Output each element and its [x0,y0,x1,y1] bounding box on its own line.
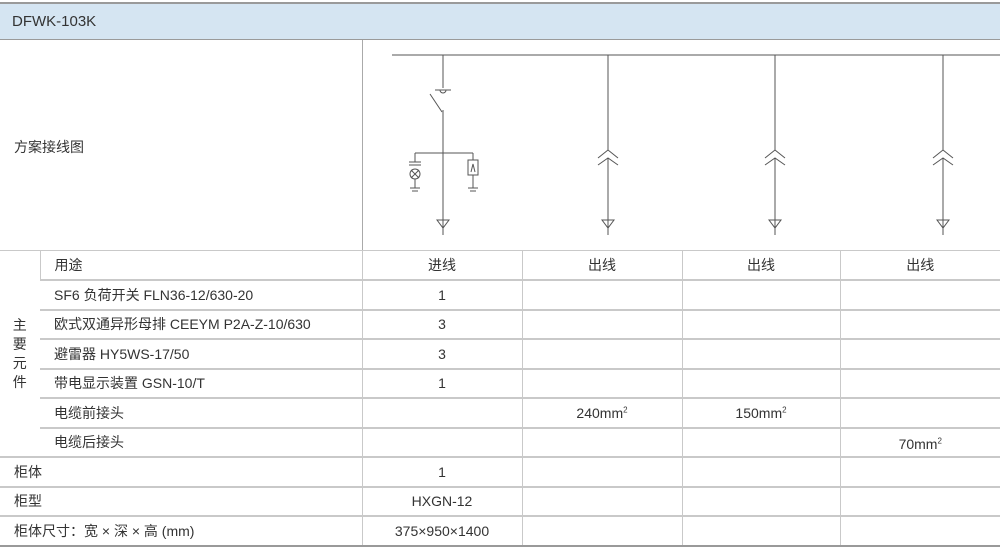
main-components-label: 主要元件 [0,250,40,457]
table-row: 电缆后接头 70mm2 [0,426,1000,457]
cell: 3 [361,308,522,339]
outgoing-feeder-1 [597,55,619,235]
single-line-diagram [392,54,1000,235]
cabinet-size-label: 柜体尺寸：宽 × 深 × 高 (mm) [0,515,362,547]
table-row: 柜体尺寸：宽 × 深 × 高 (mm)375×950×1400 [0,515,1000,547]
cell: 240mm2 [521,397,682,428]
cell: 3 [361,338,522,369]
title-bar: DFWK-103K [0,2,1000,40]
component-name: 电缆前接头 [40,397,362,428]
component-name: SF6 负荷开关 FLN36-12/630-20 [40,279,362,310]
cell: 1 [361,367,522,398]
component-name: 带电显示装置 GSN-10/T [40,367,362,398]
incoming-feeder [409,55,479,235]
model-title: DFWK-103K [12,13,97,30]
cell: 70mm2 [839,426,1000,457]
component-name: 避雷器 HY5WS-17/50 [40,338,362,369]
cabinet-label: 柜体 [0,456,362,487]
components-table: 主要元件 用途 进线 出线 出线 出线 SF6 负荷开关 FLN36-12/63… [0,250,1000,547]
cabinet-type-label: 柜型 [0,485,362,516]
usage-label: 用途 [39,250,362,280]
outgoing-feeder-3 [932,55,954,235]
diagram-label: 方案接线图 [14,139,84,155]
column-header: 进线 [361,250,522,280]
outgoing-feeder-2 [764,55,786,235]
component-name: 欧式双通异形母排 CEEYM P2A-Z-10/630 [40,308,362,339]
column-header: 出线 [839,250,1000,280]
cell: 1 [361,456,522,487]
cell: 150mm2 [681,397,840,428]
component-name: 电缆后接头 [40,426,362,457]
table-row: 主要元件 用途 进线 出线 出线 出线 [0,250,1000,457]
divider [362,40,363,250]
cell: 375×950×1400 [361,515,522,547]
table-row: 电缆前接头 240mm2 150mm2 [0,397,1000,428]
cell: HXGN-12 [361,485,522,516]
cell: 1 [361,279,522,310]
column-header: 出线 [521,250,682,280]
column-header: 出线 [681,250,840,280]
